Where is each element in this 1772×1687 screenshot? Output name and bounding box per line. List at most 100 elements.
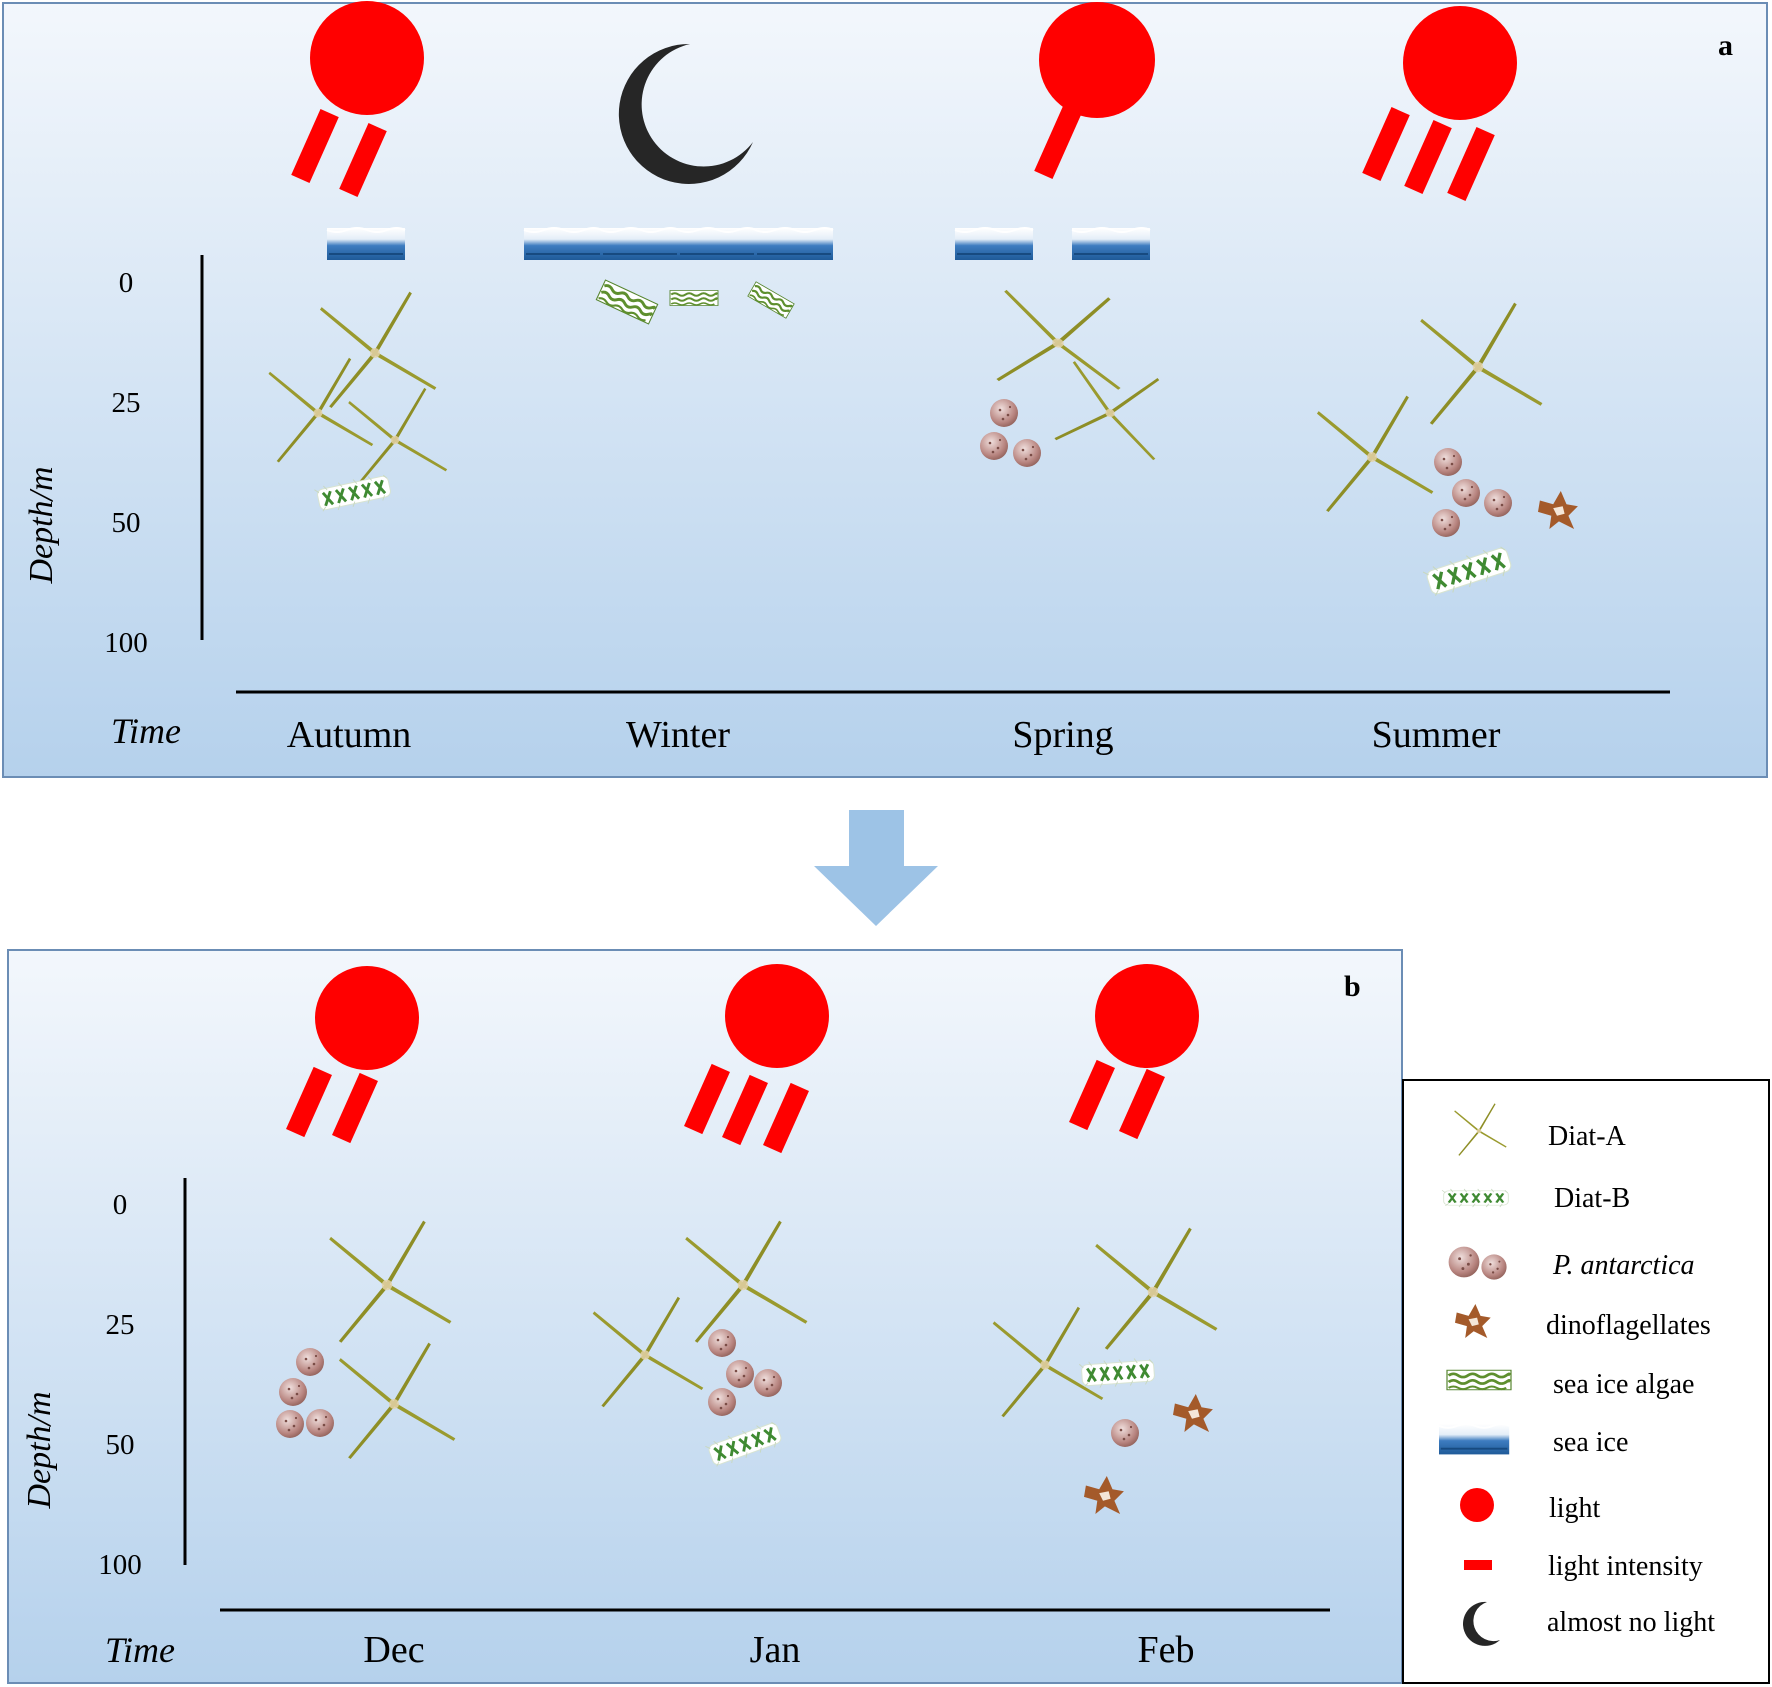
p-antarctica-icon xyxy=(1111,1419,1139,1447)
sun-icon xyxy=(1095,964,1199,1068)
diat-b-icon xyxy=(1440,1187,1510,1209)
month-label-dec: Dec xyxy=(363,1629,424,1671)
winter-column xyxy=(523,43,834,326)
panel-a-background xyxy=(2,2,1768,778)
light-bar-icon xyxy=(722,1074,768,1146)
depth-axis-label-a: Depth/m xyxy=(23,466,60,584)
sun-icon xyxy=(310,1,424,115)
p-antarctica-icon xyxy=(726,1360,754,1388)
dec-column xyxy=(276,966,456,1463)
p-antarctica-icon xyxy=(1432,509,1460,537)
spring-column xyxy=(954,2,1182,477)
autumn-column xyxy=(265,1,448,516)
sea-ice-icon xyxy=(754,227,834,261)
legend-label-diat-a: Diat-A xyxy=(1548,1121,1627,1152)
legend-label-sea-ice-algae: sea ice algae xyxy=(1553,1369,1694,1400)
light-bar-icon xyxy=(763,1082,809,1154)
depth-tick-0-b: 0 xyxy=(113,1189,128,1221)
time-label-a: Time xyxy=(111,711,181,751)
panel-b: b 0 25 50 100 Depth/m Time Dec Jan Feb xyxy=(7,949,1403,1684)
light-bar-icon xyxy=(332,1072,378,1144)
moon-icon xyxy=(618,43,753,184)
panel-a: a 0 25 50 100 Depth/m Time Autumn Winter… xyxy=(2,1,1768,778)
p-antarctica-icon xyxy=(990,399,1018,427)
moon-icon xyxy=(1462,1601,1500,1646)
light-intensity-bars xyxy=(286,1066,378,1144)
sun-icon xyxy=(725,964,829,1068)
sea-ice-icon xyxy=(1071,227,1151,261)
sea-ice-icon xyxy=(1438,1423,1511,1456)
p-antarctica-icon xyxy=(296,1348,324,1376)
p-antarctica-icon xyxy=(708,1388,736,1416)
light-bar-icon xyxy=(1119,1068,1165,1140)
light-bar-icon xyxy=(1464,1560,1492,1570)
legend-label-light-intensity: light intensity xyxy=(1548,1551,1703,1582)
light-bar-icon xyxy=(1362,107,1410,181)
jan-column xyxy=(589,964,829,1471)
light-intensity-bars xyxy=(1034,105,1082,179)
panel-a-letter: a xyxy=(1718,29,1733,62)
light-bar-icon xyxy=(1069,1059,1115,1131)
light-intensity-bars xyxy=(291,109,387,197)
depth-tick-100-b: 100 xyxy=(98,1549,142,1581)
depth-axis-label-b: Depth/m xyxy=(21,1391,58,1509)
sun-icon xyxy=(1403,6,1517,120)
sea-ice-icon xyxy=(954,227,1034,261)
depth-tick-100-a: 100 xyxy=(104,627,148,659)
light-bar-icon xyxy=(1447,127,1495,201)
p-antarctica-icon xyxy=(1434,448,1462,476)
panel-b-letter: b xyxy=(1344,970,1361,1003)
legend-label-dinoflagellates: dinoflagellates xyxy=(1546,1310,1711,1341)
light-bar-icon xyxy=(291,109,339,183)
sun-icon xyxy=(315,966,419,1070)
depth-tick-0-a: 0 xyxy=(119,267,134,299)
legend-label-diat-b: Diat-B xyxy=(1554,1183,1630,1214)
legend-label-sea-ice: sea ice xyxy=(1553,1427,1628,1458)
sea-ice-icon xyxy=(677,227,757,261)
season-label-spring: Spring xyxy=(1012,714,1113,756)
p-antarctica-icon xyxy=(1448,1246,1480,1278)
light-bar-icon xyxy=(286,1066,332,1138)
panel-b-background xyxy=(7,949,1403,1684)
light-intensity-bars xyxy=(684,1063,809,1154)
month-label-jan: Jan xyxy=(750,1629,801,1671)
feb-column xyxy=(989,964,1218,1514)
p-antarctica-icon xyxy=(980,432,1008,460)
legend-label-almost-no-light: almost no light xyxy=(1547,1607,1715,1638)
season-label-autumn: Autumn xyxy=(287,714,412,756)
time-label-b: Time xyxy=(105,1630,175,1670)
sea-ice-icon xyxy=(600,227,680,261)
summer-column xyxy=(1313,6,1578,601)
light-bar-icon xyxy=(1404,120,1452,194)
depth-tick-50-b: 50 xyxy=(106,1429,135,1461)
p-antarctica-icon xyxy=(1484,489,1512,517)
sea-ice-algae-icon xyxy=(668,289,720,307)
sea-ice-algae-icon xyxy=(1445,1368,1513,1392)
sun-icon xyxy=(1460,1488,1494,1522)
p-antarctica-icon xyxy=(1481,1254,1507,1280)
light-intensity-bars xyxy=(1362,107,1495,201)
light-bar-icon xyxy=(1034,105,1082,179)
sea-ice-icon xyxy=(523,227,603,261)
light-bar-icon xyxy=(339,123,387,197)
depth-tick-50-a: 50 xyxy=(112,507,141,539)
season-label-summer: Summer xyxy=(1372,714,1501,756)
p-antarctica-icon xyxy=(279,1378,307,1406)
sun-icon xyxy=(1039,2,1155,118)
sea-ice-icon xyxy=(326,227,406,261)
depth-tick-25-a: 25 xyxy=(112,387,141,419)
p-antarctica-icon xyxy=(708,1329,736,1357)
legend-label-light: light xyxy=(1549,1493,1601,1524)
p-antarctica-icon xyxy=(754,1369,782,1397)
p-antarctica-icon xyxy=(276,1410,304,1438)
legend-label-p-antarctica: P. antarctica xyxy=(1552,1250,1695,1281)
depth-tick-25-b: 25 xyxy=(106,1309,135,1341)
down-arrow xyxy=(814,810,938,926)
legend: Diat-A Diat-B P. antarctica dinoflagella… xyxy=(1402,1079,1770,1684)
light-intensity-bars xyxy=(1069,1059,1165,1140)
p-antarctica-icon xyxy=(1013,439,1041,467)
p-antarctica-icon xyxy=(306,1409,334,1437)
month-label-feb: Feb xyxy=(1138,1629,1195,1671)
light-bar-icon xyxy=(684,1063,730,1135)
